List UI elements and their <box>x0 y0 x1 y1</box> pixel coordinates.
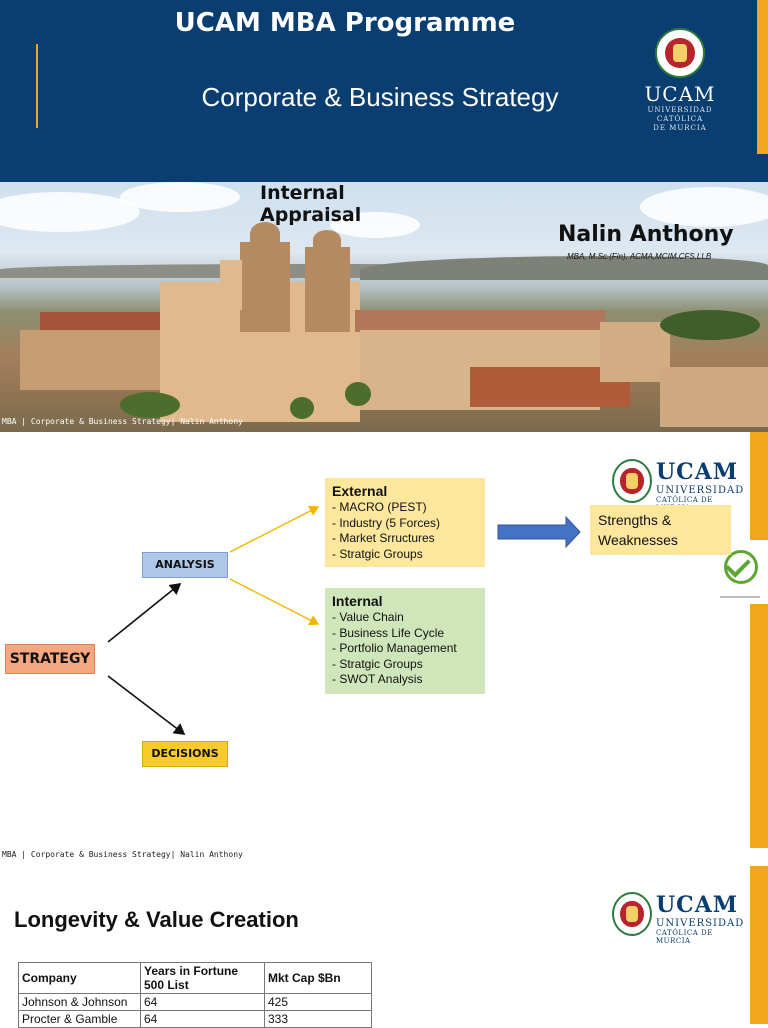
logo-subtitle-line-2: CATÓLICA DE MURCIA <box>656 929 713 945</box>
external-item: - Market Srructures <box>332 531 435 545</box>
strategy-diagram-slide: UCAM UNIVERSIDAD CATÓLICA DE MURCIA STRA… <box>0 432 768 859</box>
internal-item: - Stratgic Groups <box>332 656 423 671</box>
logo-wordmark: UCAM <box>656 892 739 918</box>
strategy-box: STRATEGY <box>5 644 95 674</box>
accent-strip <box>757 0 768 154</box>
campus-photo: Internal Appraisal Nalin Anthony MBA, M.… <box>0 182 768 432</box>
connector-arrows <box>107 505 581 735</box>
table-cell: 333 <box>264 1010 372 1028</box>
decisions-box: DECISIONS <box>142 741 228 767</box>
fortune-table: Company Years in Fortune 500 List Mkt Ca… <box>18 962 372 1028</box>
column-header: Company <box>18 962 141 994</box>
check-circle-icon <box>724 550 758 584</box>
university-seal-icon <box>612 892 652 936</box>
accent-strip <box>750 604 768 848</box>
external-item: - MACRO (PEST) <box>332 500 427 514</box>
table-cell: Johnson & Johnson <box>18 993 141 1011</box>
logo-wordmark: UCAM <box>656 459 739 485</box>
logo-subtitle: UNIVERSIDAD CATÓLICA DE MURCIA <box>625 106 735 133</box>
table-row: Johnson & Johnson 64 425 <box>18 993 372 1011</box>
external-analysis-box: External - MACRO (PEST) - Industry (5 Fo… <box>325 478 485 567</box>
internal-heading: Internal <box>332 593 383 609</box>
table-cell: 425 <box>264 993 372 1011</box>
internal-item: - SWOT Analysis <box>332 672 423 686</box>
external-item: - Industry (5 Forces) <box>332 515 441 530</box>
ucam-logo: UCAM UNIVERSIDAD CATÓLICA DE MURCIA <box>625 28 735 148</box>
column-header: Years in Fortune 500 List <box>140 962 265 994</box>
block-arrow-right-icon <box>497 515 581 549</box>
logo-subtitle-line-1: UNIVERSIDAD <box>656 485 745 496</box>
internal-item: - Portfolio Management <box>332 641 457 655</box>
table-header-row: Company Years in Fortune 500 List Mkt Ca… <box>18 962 372 994</box>
slide-footer: MBA | Corporate & Business Strategy| Nal… <box>2 417 243 426</box>
university-seal-icon <box>655 28 705 78</box>
table-cell: 64 <box>140 1010 265 1028</box>
external-item: - Stratgic Groups <box>332 546 423 561</box>
badge-caption-line <box>720 596 760 598</box>
internal-item: - Business Life Cycle <box>332 625 445 640</box>
arrow-to-internal <box>229 578 320 626</box>
external-heading: External <box>332 483 388 499</box>
ucam-logo: UCAM UNIVERSIDAD CATÓLICA DE MURCIA <box>612 892 743 945</box>
internal-analysis-box: Internal - Value Chain - Business Life C… <box>325 588 485 694</box>
programme-title: UCAM MBA Programme <box>174 8 516 38</box>
logo-subtitle-line-2: DE MURCIA <box>653 124 707 132</box>
slide-footer: MBA | Corporate & Business Strategy| Nal… <box>2 850 243 859</box>
analysis-box: ANALYSIS <box>142 552 228 578</box>
strengths-weaknesses-box: Strengths & Weaknesses <box>590 505 731 555</box>
logo-subtitle-line-1: UNIVERSIDAD CATÓLICA <box>647 106 713 123</box>
presenter-credentials: MBA, M.Sc.(Fin), ACMA,MCIM,CFS,LLB <box>567 252 712 261</box>
title-header-band: UCAM MBA Programme Corporate & Business … <box>0 0 768 182</box>
presenter-name: Nalin Anthony <box>558 222 734 247</box>
arrow-to-analysis <box>107 582 182 643</box>
table-row: Procter & Gamble 64 333 <box>18 1010 372 1028</box>
slide-title: Longevity & Value Creation <box>14 907 299 932</box>
table-cell: Procter & Gamble <box>18 1010 141 1028</box>
logo-wordmark: UCAM <box>644 82 716 106</box>
internal-item: - Value Chain <box>332 610 404 624</box>
university-seal-icon <box>612 459 652 503</box>
arrow-to-decisions <box>107 675 186 735</box>
slide-title: Internal Appraisal <box>260 182 362 226</box>
course-title: Corporate & Business Strategy <box>201 82 559 112</box>
table-cell: 64 <box>140 993 265 1011</box>
accent-line <box>36 44 38 128</box>
arrow-to-external <box>229 505 320 553</box>
column-header: Mkt Cap $Bn <box>264 962 372 994</box>
logo-subtitle-line-1: UNIVERSIDAD <box>656 918 745 929</box>
accent-strip <box>750 432 768 540</box>
longevity-slide: Longevity & Value Creation UCAM UNIVERSI… <box>0 860 768 1028</box>
accent-strip <box>750 866 768 1024</box>
